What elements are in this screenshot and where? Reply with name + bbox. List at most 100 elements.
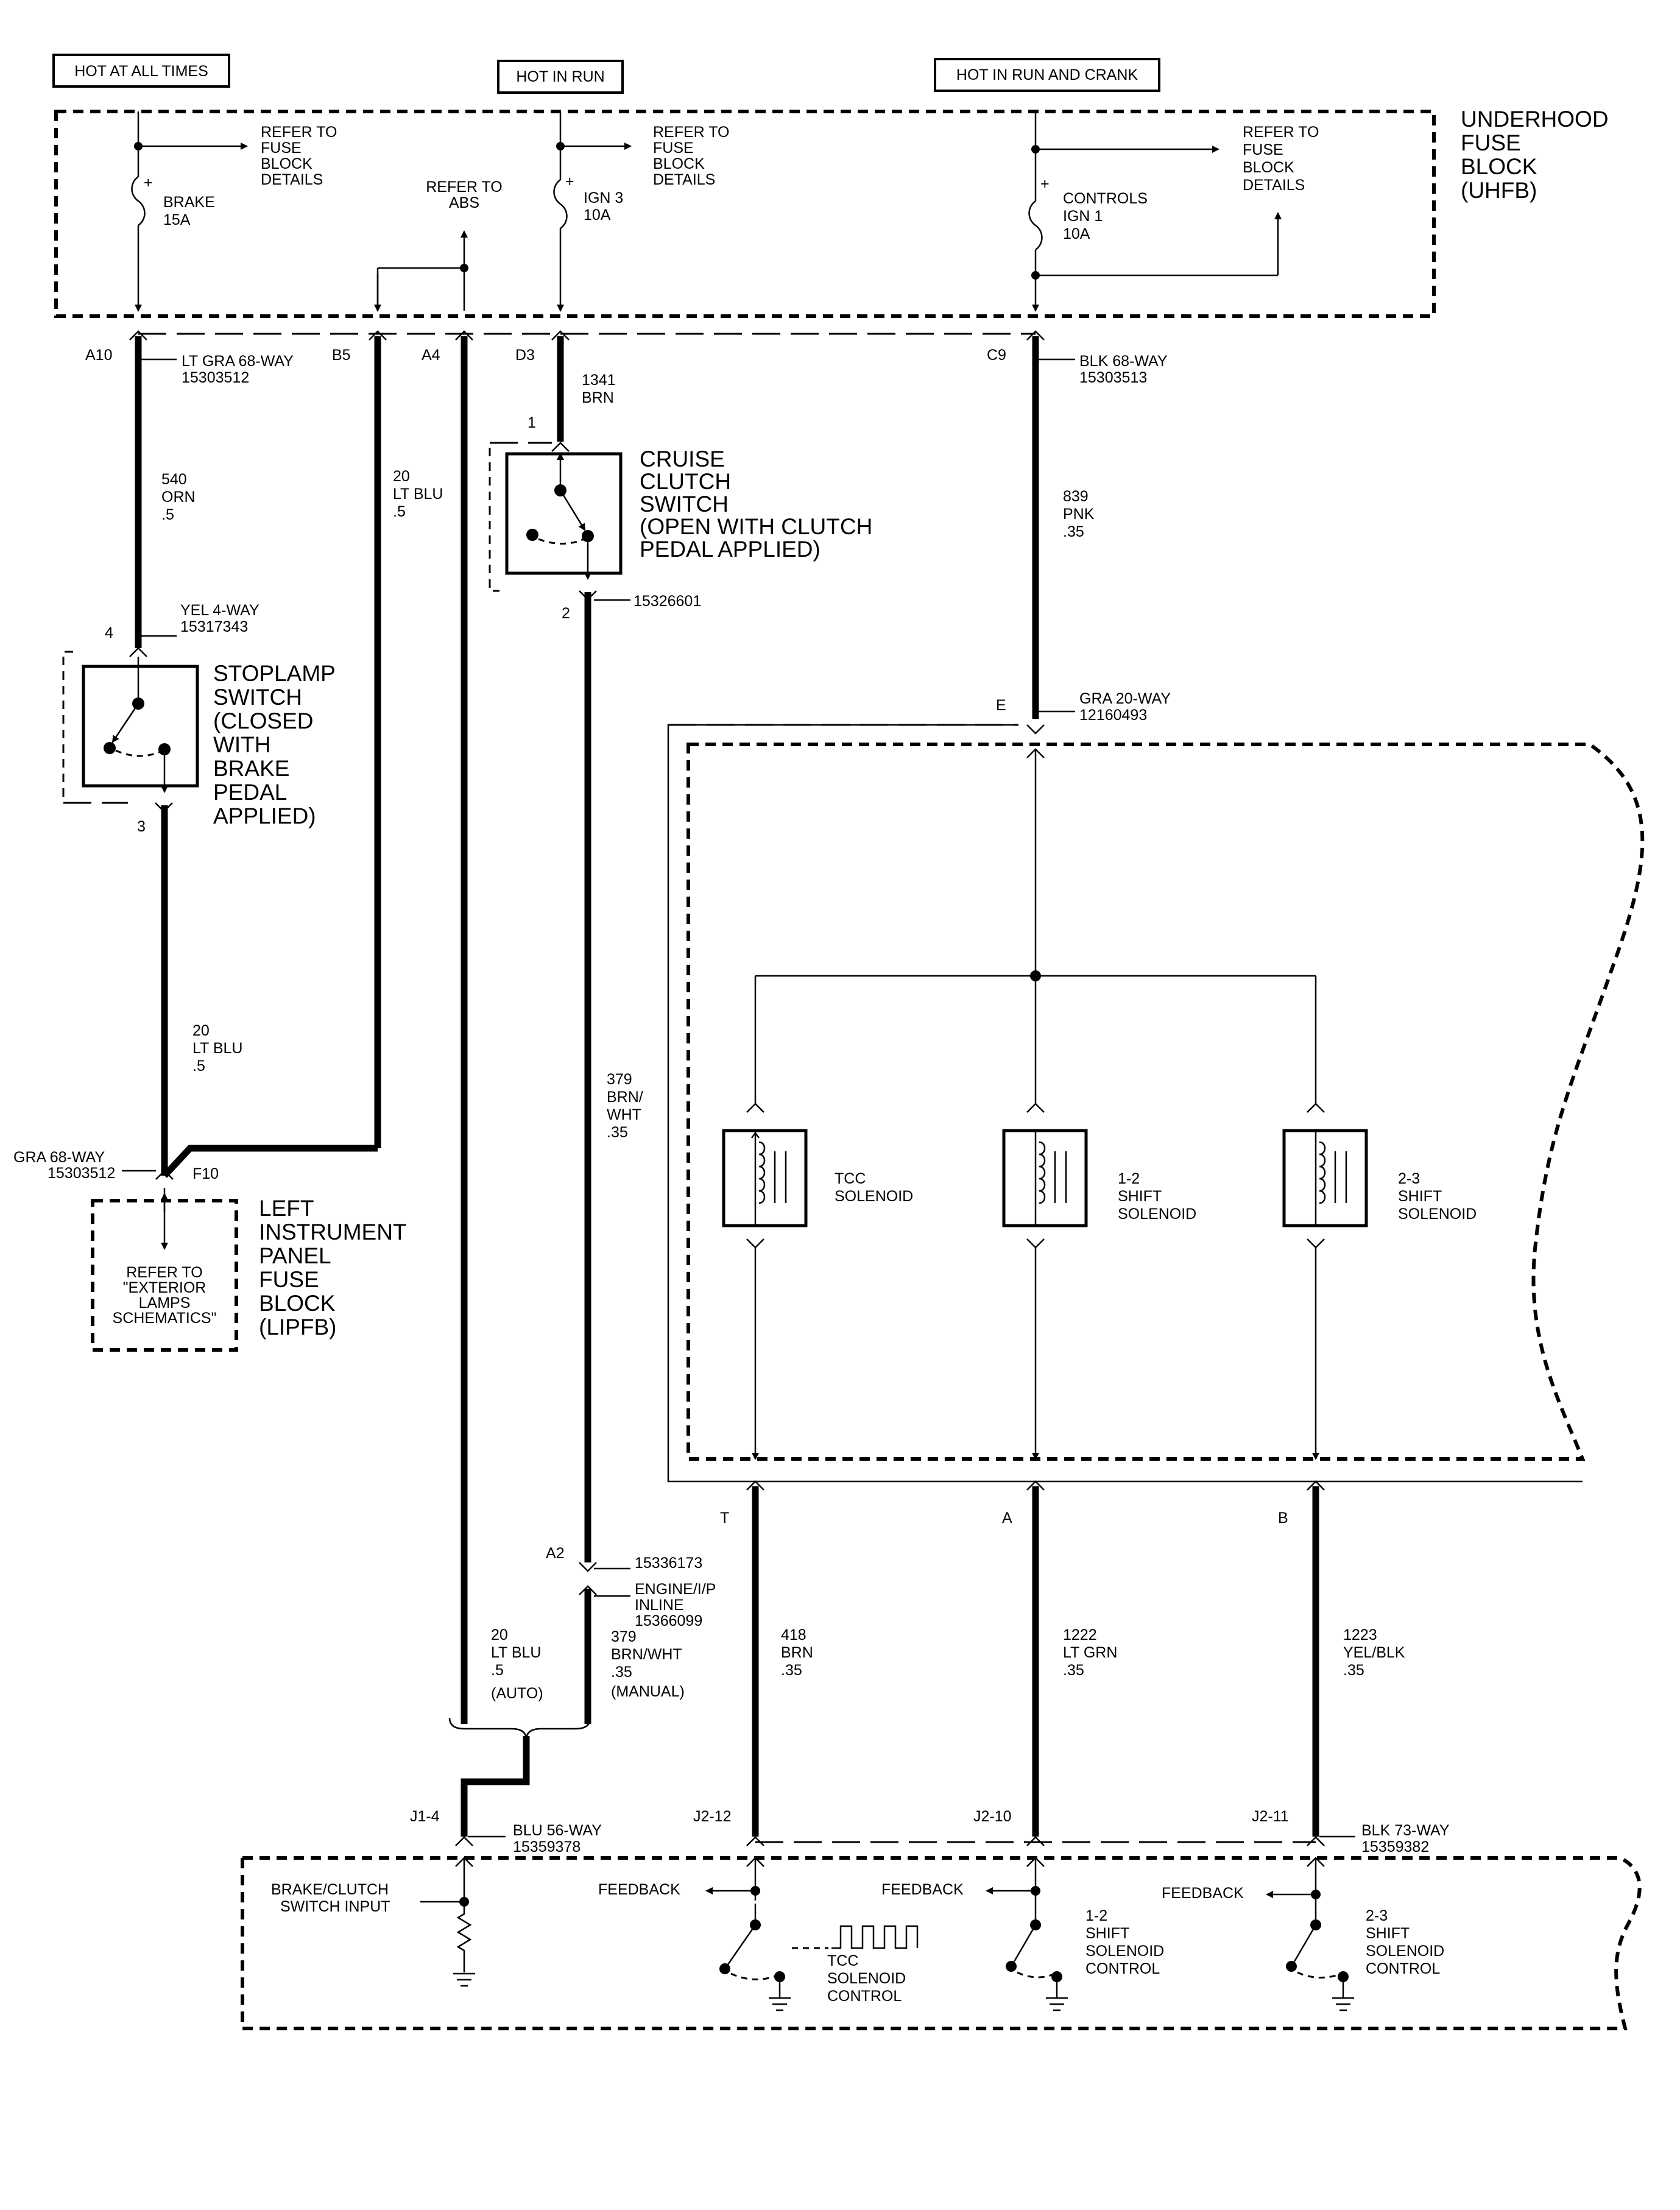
svg-text:SOLENOID: SOLENOID	[1085, 1943, 1164, 1960]
svg-text:15326601: 15326601	[634, 593, 701, 610]
wire-379-brn-wht: 379 BRN/ WHT .35	[584, 592, 643, 1562]
svg-text:SHIFT: SHIFT	[1118, 1188, 1162, 1205]
svg-text:418: 418	[781, 1626, 806, 1643]
svg-text:LEFT: LEFT	[259, 1196, 314, 1221]
abs-feed: REFER TO ABS	[374, 178, 503, 312]
header-hot-in-run-and-crank: HOT IN RUN AND CRANK	[934, 58, 1160, 92]
svg-text:INSTRUMENT: INSTRUMENT	[259, 1220, 407, 1244]
svg-text:4: 4	[105, 624, 113, 641]
svg-text:3: 3	[137, 818, 146, 835]
svg-text:10A: 10A	[584, 207, 611, 224]
svg-text:10A: 10A	[1063, 225, 1090, 242]
svg-text:CONTROL: CONTROL	[827, 1988, 902, 2005]
svg-text:2-3: 2-3	[1366, 1907, 1388, 1924]
wire-1223-yel-blk: B 1223 YEL/BLK .35 J2-11	[1252, 1480, 1405, 1837]
svg-text:REFER TO: REFER TO	[1243, 124, 1319, 141]
pcm-2-3-shift-control: FEEDBACK 2-3 SHIFT SOLENOID CONTROL	[1162, 1857, 1444, 2011]
svg-text:SWITCH: SWITCH	[640, 492, 729, 517]
svg-text:REFER TO: REFER TO	[261, 124, 337, 141]
fuse-controls-ign1: + CONTROLS IGN 1 10A REFER TO FUSE BLOCK…	[1028, 111, 1319, 312]
wire-20-lt-blu-auto: 20 LT BLU .5 (AUTO)	[461, 336, 543, 1724]
svg-text:2-3: 2-3	[1398, 1170, 1420, 1187]
solenoid-2-3-shift: 2-3 SHIFT SOLENOID	[1282, 1103, 1477, 1460]
svg-text:YEL 4-WAY: YEL 4-WAY	[180, 602, 259, 619]
svg-text:ENGINE/I/P: ENGINE/I/P	[635, 1581, 716, 1598]
svg-text:BRAKE: BRAKE	[213, 756, 289, 781]
svg-text:REFER TO: REFER TO	[126, 1264, 203, 1281]
svg-text:"EXTERIOR: "EXTERIOR	[123, 1279, 206, 1296]
wire-418-brn: T 418 BRN .35 J2-12	[693, 1480, 813, 1837]
svg-text:APPLIED): APPLIED)	[213, 803, 316, 828]
svg-text:CRUISE: CRUISE	[640, 447, 725, 471]
svg-text:BLOCK: BLOCK	[653, 155, 705, 172]
wire-379-brn-wht-manual: 379 BRN/WHT .35 (MANUAL)	[584, 1589, 685, 1724]
svg-text:15336173: 15336173	[635, 1555, 702, 1572]
wire-20-lt-blu-b5: 20 LT BLU .5	[161, 336, 443, 1178]
svg-text:15359382: 15359382	[1361, 1838, 1429, 1855]
svg-text:LT GRN: LT GRN	[1063, 1644, 1117, 1661]
connector-blk-68way: BLK 68-WAY 15303513	[1039, 353, 1168, 386]
svg-text:LT GRA 68-WAY: LT GRA 68-WAY	[182, 353, 294, 370]
svg-text:(AUTO): (AUTO)	[491, 1685, 543, 1702]
svg-text:ORN: ORN	[161, 489, 196, 506]
svg-text:2: 2	[562, 605, 570, 622]
svg-text:SWITCH INPUT: SWITCH INPUT	[280, 1898, 390, 1915]
svg-text:SHIFT: SHIFT	[1398, 1188, 1442, 1205]
connector-row-pcm: BLK 73-WAY 15359382	[746, 1822, 1450, 1855]
svg-text:SHIFT: SHIFT	[1366, 1925, 1410, 1942]
svg-text:FUSE: FUSE	[653, 139, 694, 157]
svg-text:15366099: 15366099	[635, 1612, 702, 1629]
svg-text:ABS: ABS	[449, 194, 479, 211]
svg-text:379: 379	[607, 1071, 632, 1088]
svg-text:CONTROL: CONTROL	[1366, 1960, 1440, 1977]
svg-text:1223: 1223	[1343, 1626, 1377, 1643]
svg-text:SHIFT: SHIFT	[1085, 1925, 1129, 1942]
wire-1222-lt-grn: A 1222 LT GRN .35 J2-10	[973, 1480, 1117, 1837]
wire-1341-brn: 1341 BRN	[557, 336, 616, 442]
svg-text:D3: D3	[515, 347, 535, 364]
pcm-1-2-shift-control: FEEDBACK 1-2 SHIFT SOLENOID CONTROL	[881, 1857, 1164, 2011]
svg-text:BRN: BRN	[582, 389, 614, 406]
svg-text:.35: .35	[781, 1662, 802, 1679]
svg-text:+: +	[144, 174, 153, 191]
svg-text:E: E	[996, 697, 1006, 714]
svg-text:.5: .5	[161, 506, 174, 523]
svg-text:B: B	[1278, 1509, 1288, 1527]
svg-text:DETAILS: DETAILS	[653, 171, 715, 188]
svg-text:BRN: BRN	[781, 1644, 813, 1661]
svg-text:FUSE: FUSE	[259, 1267, 319, 1292]
svg-text:(CLOSED: (CLOSED	[213, 708, 313, 733]
uhfb-title: UNDERHOOD FUSE BLOCK (UHFB)	[1461, 107, 1609, 203]
svg-text:20: 20	[491, 1626, 508, 1643]
cruise-clutch-switch: 1 2 15326601 CRUISE CLUTCH SWITCH (OPEN …	[489, 414, 872, 622]
svg-text:PANEL: PANEL	[259, 1243, 331, 1268]
pcm-brake-clutch-input: BRAKE/CLUTCH SWITCH INPUT	[271, 1857, 475, 1987]
svg-text:WITH: WITH	[213, 732, 271, 757]
svg-text:J2-10: J2-10	[973, 1808, 1012, 1825]
svg-text:HOT AT ALL TIMES: HOT AT ALL TIMES	[74, 63, 208, 80]
svg-text:LT BLU: LT BLU	[393, 485, 443, 503]
svg-text:15359378: 15359378	[513, 1838, 581, 1855]
svg-text:.5: .5	[393, 503, 406, 520]
svg-text:GRA 68-WAY: GRA 68-WAY	[13, 1149, 105, 1166]
svg-text:C9: C9	[987, 347, 1006, 364]
svg-text:F10: F10	[192, 1165, 219, 1182]
fuse-brake: + BRAKE 15A REFER TO FUSE BLOCK DETAILS	[131, 111, 337, 312]
svg-text:FUSE: FUSE	[1243, 141, 1283, 158]
svg-text:J2-11: J2-11	[1252, 1808, 1289, 1825]
svg-text:SOLENOID: SOLENOID	[827, 1970, 906, 1987]
connector-lt-gra-68way: LT GRA 68-WAY 15303512	[141, 353, 294, 386]
svg-text:.35: .35	[607, 1124, 628, 1141]
svg-text:HOT IN RUN: HOT IN RUN	[516, 68, 604, 85]
svg-text:HOT IN RUN AND CRANK: HOT IN RUN AND CRANK	[956, 66, 1138, 83]
svg-text:12160493: 12160493	[1079, 707, 1147, 724]
svg-text:J1-4: J1-4	[410, 1808, 440, 1825]
transmission-solenoid-assembly: E GRA 20-WAY 12160493	[667, 690, 1645, 1483]
svg-text:1-2: 1-2	[1118, 1170, 1140, 1187]
pcm-tcc-control: FEEDBACK TCC SOLENOID CONTROL	[598, 1857, 919, 2011]
svg-text:(OPEN WITH CLUTCH: (OPEN WITH CLUTCH	[640, 514, 872, 539]
svg-text:SOLENOID: SOLENOID	[1366, 1943, 1444, 1960]
svg-text:PEDAL APPLIED): PEDAL APPLIED)	[640, 537, 821, 562]
svg-text:DETAILS: DETAILS	[1243, 177, 1305, 194]
svg-text:CONTROL: CONTROL	[1085, 1960, 1160, 1977]
